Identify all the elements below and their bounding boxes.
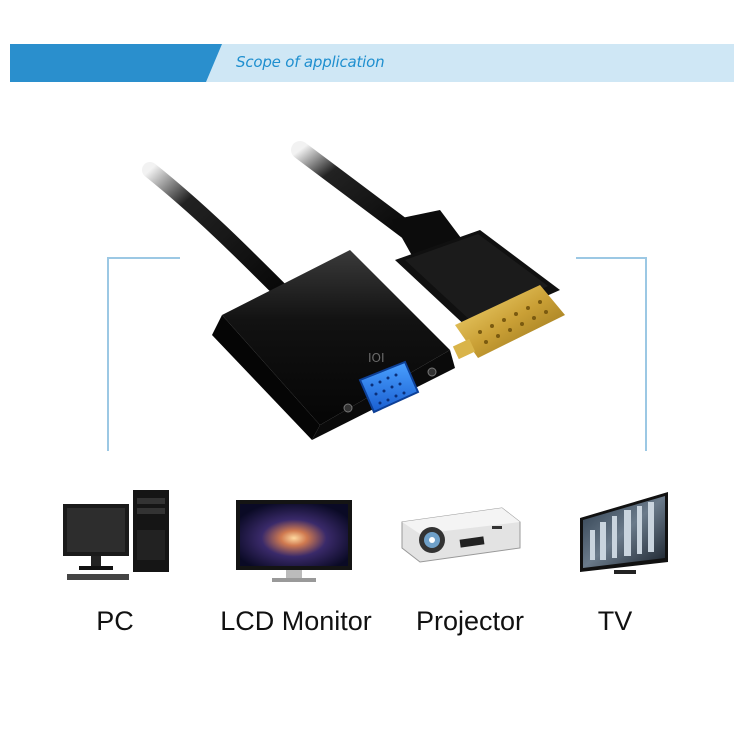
left-bracket-line — [107, 257, 180, 451]
label-tv: TV — [597, 606, 633, 636]
projector-icon — [392, 470, 542, 590]
section-banner: Scope of application — [10, 44, 734, 82]
label-pc: PC — [96, 606, 134, 636]
tv-icon — [570, 470, 720, 590]
label-projector: Projector — [415, 606, 525, 636]
label-lcd-monitor: LCD Monitor — [220, 606, 372, 636]
right-bracket-line — [576, 257, 647, 451]
dvi-to-vga-adapter-image: IOI — [142, 141, 565, 440]
svg-text:IOI: IOI — [368, 351, 385, 365]
lcd-monitor-icon — [218, 470, 368, 590]
banner-shape — [10, 44, 734, 82]
pc-icon — [45, 470, 195, 590]
banner-title: Scope of application — [236, 53, 385, 71]
